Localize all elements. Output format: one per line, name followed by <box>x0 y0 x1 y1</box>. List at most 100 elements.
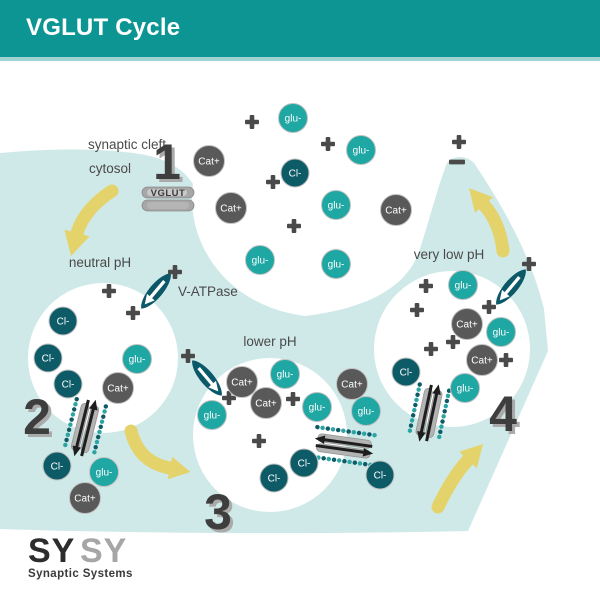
ion-cat: Cat+ <box>451 308 483 340</box>
svg-text:glu-: glu- <box>328 201 345 212</box>
step-4-number: 4 <box>489 386 517 442</box>
header-bar: VGLUT Cycle <box>0 0 600 57</box>
ion-glu: glu- <box>351 396 381 426</box>
svg-text:Cat+: Cat+ <box>107 384 129 395</box>
svg-text:Cl-: Cl- <box>400 368 413 379</box>
cycle-arrow-1-down-left <box>64 184 119 256</box>
charge-signs <box>102 115 536 448</box>
svg-text:glu-: glu- <box>252 256 269 267</box>
plus-icon <box>245 115 259 129</box>
svg-text:glu-: glu- <box>129 355 146 366</box>
header-accent-band <box>0 57 600 61</box>
ion-glu: glu- <box>122 344 152 374</box>
svg-text:Cat+: Cat+ <box>341 380 363 391</box>
ion-cat: Cat+ <box>336 368 368 400</box>
svg-text:Cl-: Cl- <box>62 380 75 391</box>
plus-icon <box>419 279 433 293</box>
step-2-number: 2 <box>23 389 51 445</box>
ion-glu: glu- <box>270 359 300 389</box>
ion-glu: glu- <box>197 400 227 430</box>
page-title: VGLUT Cycle <box>26 14 181 41</box>
svg-text:Cat+: Cat+ <box>456 320 478 331</box>
ion-glu: glu- <box>245 245 275 275</box>
logo-sy-dark: SY <box>28 532 75 570</box>
ion-cat: Cat+ <box>466 344 498 376</box>
ion-cat: Cat+ <box>250 387 282 419</box>
plus-icon <box>321 137 335 151</box>
label-lower-ph: lower pH <box>243 334 296 349</box>
plus-icon <box>410 303 424 317</box>
vglut-cycle-diagram: VGLUT glu-glu-Cat+Cl-glu-Cat+Cat+glu-glu… <box>0 103 548 580</box>
ion-cl: Cl- <box>53 369 83 399</box>
logo-sy-gray: SY <box>80 532 127 570</box>
label-neutral-ph: neutral pH <box>69 255 131 270</box>
svg-text:Cat+: Cat+ <box>220 204 242 215</box>
svg-text:Cat+: Cat+ <box>385 206 407 217</box>
label-very-low-ph: very low pH <box>414 247 485 262</box>
cycle-arrow-3-to-4 <box>431 444 483 514</box>
cycle-arrow-2-to-3 <box>124 424 191 480</box>
plus-icon <box>222 391 236 405</box>
plus-icon <box>252 434 266 448</box>
label-cytosol: cytosol <box>89 161 131 176</box>
ion-glu: glu- <box>321 249 351 279</box>
plus-icon <box>452 135 466 149</box>
ion-cl: Cl- <box>280 158 310 188</box>
plus-icon <box>266 175 280 189</box>
svg-text:glu-: glu- <box>493 328 510 339</box>
plus-icon <box>168 265 182 279</box>
plus-icon <box>126 306 140 320</box>
svg-text:Cat+: Cat+ <box>74 494 96 505</box>
step-3-number: 3 <box>204 484 232 540</box>
ion-glu: glu- <box>278 103 308 133</box>
svg-text:Cl-: Cl- <box>298 459 311 470</box>
ion-cat: Cat+ <box>193 145 225 177</box>
vglut-label: VGLUT <box>151 188 186 199</box>
plus-icon <box>446 335 460 349</box>
ion-glu: glu- <box>448 270 478 300</box>
step-4-shadow: 4 <box>492 389 520 445</box>
svg-text:glu-: glu- <box>358 407 375 418</box>
svg-text:glu-: glu- <box>285 114 302 125</box>
plus-icon <box>102 284 116 298</box>
svg-text:Cl-: Cl- <box>42 354 55 365</box>
vglut-transporter-icon: VGLUT <box>141 186 195 212</box>
svg-text:glu-: glu- <box>455 281 472 292</box>
svg-text:Cl-: Cl- <box>289 169 302 180</box>
plus-icon <box>499 353 513 367</box>
ion-glu: glu- <box>450 373 480 403</box>
svg-text:Cat+: Cat+ <box>255 399 277 410</box>
step-1-shadow: 1 <box>156 137 184 193</box>
step-2-shadow: 2 <box>26 392 54 448</box>
ion-glu: glu- <box>346 135 376 165</box>
ion-cl: Cl- <box>259 463 289 493</box>
plus-icon <box>286 392 300 406</box>
label-synaptic-cleft: synaptic cleft <box>88 137 166 152</box>
ion-cat: Cat+ <box>380 194 412 226</box>
ion-cl: Cl- <box>289 448 319 478</box>
svg-text:glu-: glu- <box>328 260 345 271</box>
ion-cat: Cat+ <box>215 192 247 224</box>
step-1-number: 1 <box>153 134 181 190</box>
sysy-logo: SY SY Synaptic Systems <box>28 532 132 580</box>
ion-glu: glu- <box>89 457 119 487</box>
svg-text:glu-: glu- <box>204 411 221 422</box>
svg-text:Cat+: Cat+ <box>198 157 220 168</box>
ion-cat: Cat+ <box>102 372 134 404</box>
svg-text:Cat+: Cat+ <box>471 356 493 367</box>
svg-text:Cat+: Cat+ <box>231 378 253 389</box>
ion-cl: Cl- <box>48 306 78 336</box>
plus-icon <box>482 300 496 314</box>
plus-icon <box>181 349 195 363</box>
svg-text:Cl-: Cl- <box>374 471 387 482</box>
ion-cl: Cl- <box>42 451 72 481</box>
ion-glu: glu- <box>486 317 516 347</box>
ion-cl: Cl- <box>391 357 421 387</box>
label-v-atpase: V-ATPase <box>178 284 238 299</box>
ion-glu: glu- <box>302 392 332 422</box>
svg-text:glu-: glu- <box>277 370 294 381</box>
plus-icon <box>424 342 438 356</box>
svg-text:glu-: glu- <box>96 468 113 479</box>
step-3-shadow: 3 <box>207 487 235 543</box>
ions: glu-glu-Cat+Cl-glu-Cat+Cat+glu-glu-Cl-Cl… <box>33 103 516 514</box>
